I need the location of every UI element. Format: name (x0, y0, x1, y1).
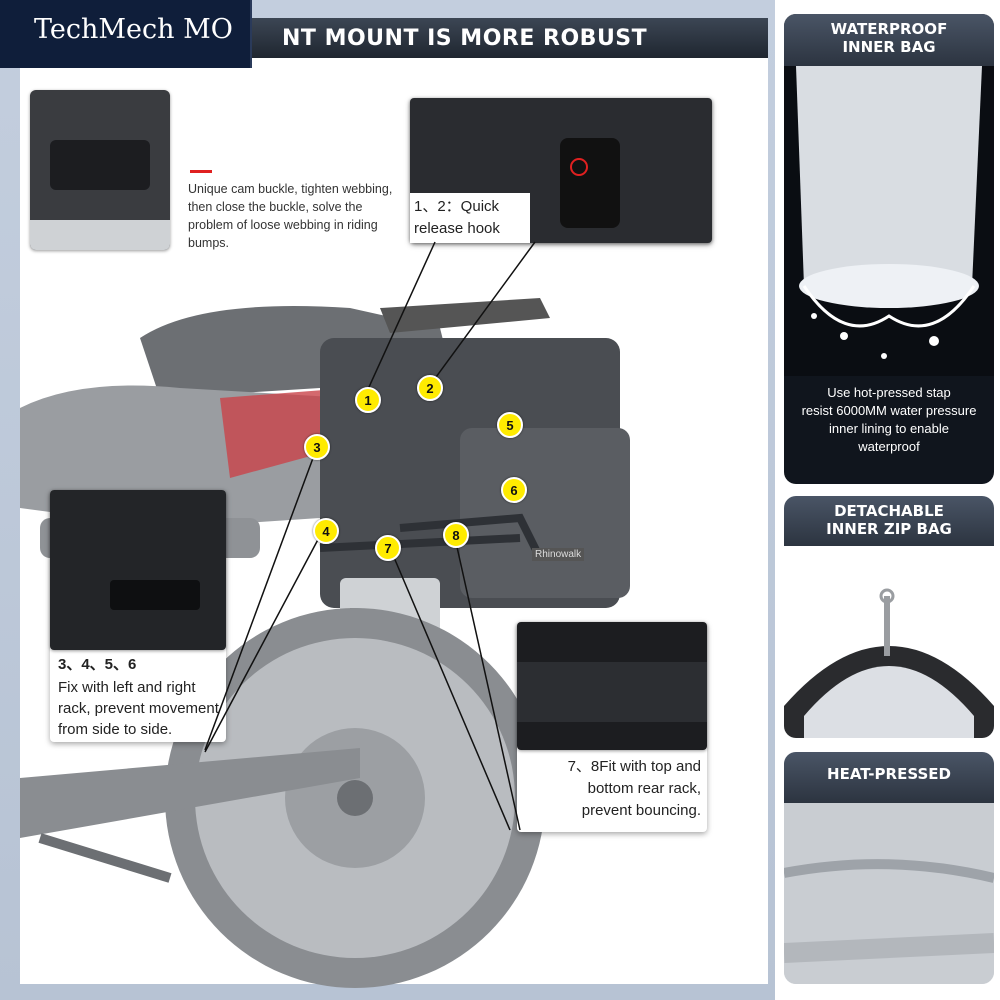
zip-bag-image (784, 546, 994, 738)
cam-buckle-line-4: bumps. (188, 236, 229, 250)
brand-badge: TechMech MO (0, 0, 252, 68)
bottom-rack-photo (517, 622, 707, 750)
heat-pressed-card: HEAT-PRESSED (784, 752, 994, 984)
marker-6: 6 (501, 477, 527, 503)
cam-buckle-line-1: Unique cam buckle, tighten webbing, (188, 182, 393, 196)
waterproof-desc-line-1: Use hot-pressed stap (827, 385, 951, 400)
cam-buckle-photo (30, 90, 170, 250)
detachable-card: DETACHABLE INNER ZIP BAG (784, 496, 994, 738)
waterproof-desc-line-2: resist 6000MM water pressure (801, 403, 977, 418)
hook-label-box: 1、2：Quick release hook (410, 193, 530, 243)
side-rack-line-3: from side to side. (58, 721, 173, 738)
main-panel: NT MOUNT IS MORE ROBUST (20, 18, 768, 988)
leader-lines (204, 241, 536, 831)
waterproof-desc-line-3: inner lining to enable (829, 421, 949, 436)
side-rack-line-2: rack, prevent movement (58, 700, 219, 717)
cam-buckle-line-2: then close the buckle, solve the (188, 200, 363, 214)
detachable-title-line-2: INNER ZIP BAG (826, 520, 952, 538)
moto-badge: Rhinowalk (532, 548, 585, 561)
heat-pressed-fabric-image (784, 803, 994, 984)
hook-label-line-2: release hook (414, 220, 500, 237)
side-rack-callout: 3、4、5、6 Fix with left and right rack, pr… (50, 490, 226, 742)
detachable-title: DETACHABLE INNER ZIP BAG (784, 496, 994, 546)
heat-pressed-title: HEAT-PRESSED (784, 752, 994, 803)
hook-label-line-1: 1、2：Quick (414, 198, 500, 215)
side-rack-photo (50, 490, 226, 650)
marker-5: 5 (497, 412, 523, 438)
brand-name: TechMech MO (34, 14, 233, 45)
motorcycle-illustration (20, 298, 630, 988)
bottom-rack-line-3: prevent bouncing. (581, 802, 701, 819)
bottom-rack-line-1: 7、8Fit with top and (567, 758, 701, 775)
marker-8: 8 (443, 522, 469, 548)
marker-2: 2 (417, 375, 443, 401)
marker-3: 3 (304, 434, 330, 460)
waterproof-desc-line-4: waterproof (858, 439, 920, 454)
water-splash-image (784, 66, 994, 376)
marker-4: 4 (313, 518, 339, 544)
waterproof-title-line-2: INNER BAG (842, 38, 936, 56)
page-title: NT MOUNT IS MORE ROBUST (282, 26, 648, 51)
accent-dash (190, 170, 212, 173)
waterproof-title-line-1: WATERPROOF (830, 20, 948, 38)
bottom-rack-line-2: bottom rear rack, (587, 780, 701, 797)
side-rack-numbers: 3、4、5、6 (58, 656, 137, 673)
marker-7: 7 (375, 535, 401, 561)
detachable-title-line-1: DETACHABLE (834, 502, 944, 520)
side-rack-line-1: Fix with left and right (58, 679, 196, 696)
left-frame: NT MOUNT IS MORE ROBUST (0, 0, 775, 1000)
waterproof-title: WATERPROOF INNER BAG (784, 14, 994, 66)
hook-callout: 1、2：Quick release hook (410, 98, 712, 243)
bottom-rack-callout: 7、8Fit with top and bottom rear rack, pr… (517, 622, 707, 832)
marker-1: 1 (355, 387, 381, 413)
waterproof-description: Use hot-pressed stap resist 6000MM water… (784, 384, 994, 456)
waterproof-card: WATERPROOF INNER BAG Use hot-pressed sta… (784, 14, 994, 484)
cam-buckle-description: Unique cam buckle, tighten webbing, then… (188, 180, 428, 252)
cam-buckle-line-3: problem of loose webbing in riding (188, 218, 378, 232)
